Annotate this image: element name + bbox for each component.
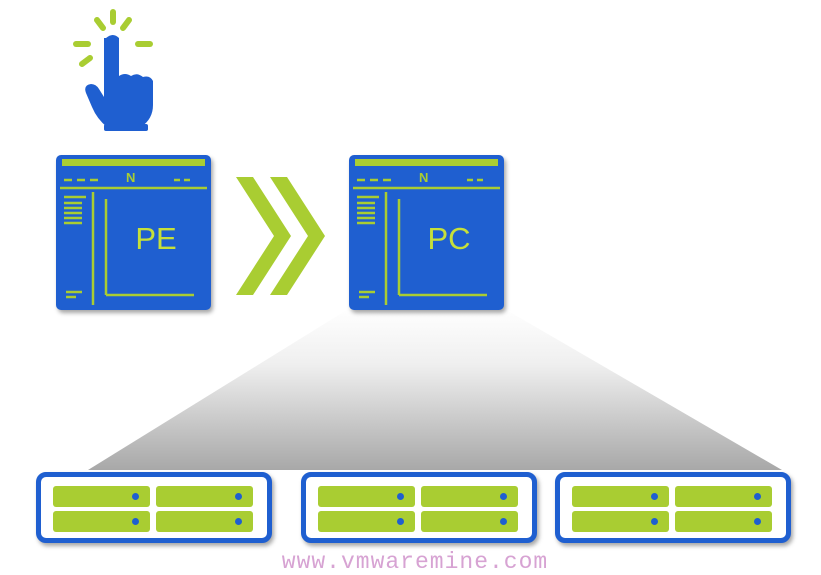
status-led-icon [132, 493, 139, 500]
console-header-mark: N [126, 170, 136, 185]
server-node [421, 511, 518, 532]
watermark: www.vmwaremine.com [281, 549, 549, 575]
console-header-mark: N [419, 170, 429, 185]
management-console-icon [60, 159, 207, 305]
status-led-icon [754, 493, 761, 500]
double-chevron-right-icon [236, 177, 326, 295]
server-node [421, 486, 518, 507]
source-console[interactable]: N PE [56, 155, 211, 310]
server-node [318, 486, 415, 507]
server-node [53, 511, 150, 532]
status-led-icon [500, 518, 507, 525]
pointing-hand-click-icon [68, 6, 158, 136]
status-led-icon [397, 518, 404, 525]
server-node [156, 511, 253, 532]
server-node [156, 486, 253, 507]
server-node [675, 486, 772, 507]
server-node [53, 486, 150, 507]
target-console-label: PC [427, 221, 471, 256]
status-led-icon [397, 493, 404, 500]
cluster-2[interactable] [301, 472, 537, 543]
server-node [675, 511, 772, 532]
cluster-1[interactable] [36, 472, 272, 543]
server-node [318, 511, 415, 532]
status-led-icon [132, 518, 139, 525]
server-node [572, 511, 669, 532]
cluster-3[interactable] [555, 472, 791, 543]
status-led-icon [235, 518, 242, 525]
source-console-label: PE [135, 221, 177, 256]
status-led-icon [651, 493, 658, 500]
status-led-icon [235, 493, 242, 500]
status-led-icon [500, 493, 507, 500]
management-console-icon [353, 159, 500, 305]
status-led-icon [754, 518, 761, 525]
status-led-icon [651, 518, 658, 525]
target-console[interactable]: N PC [349, 155, 504, 310]
server-node [572, 486, 669, 507]
